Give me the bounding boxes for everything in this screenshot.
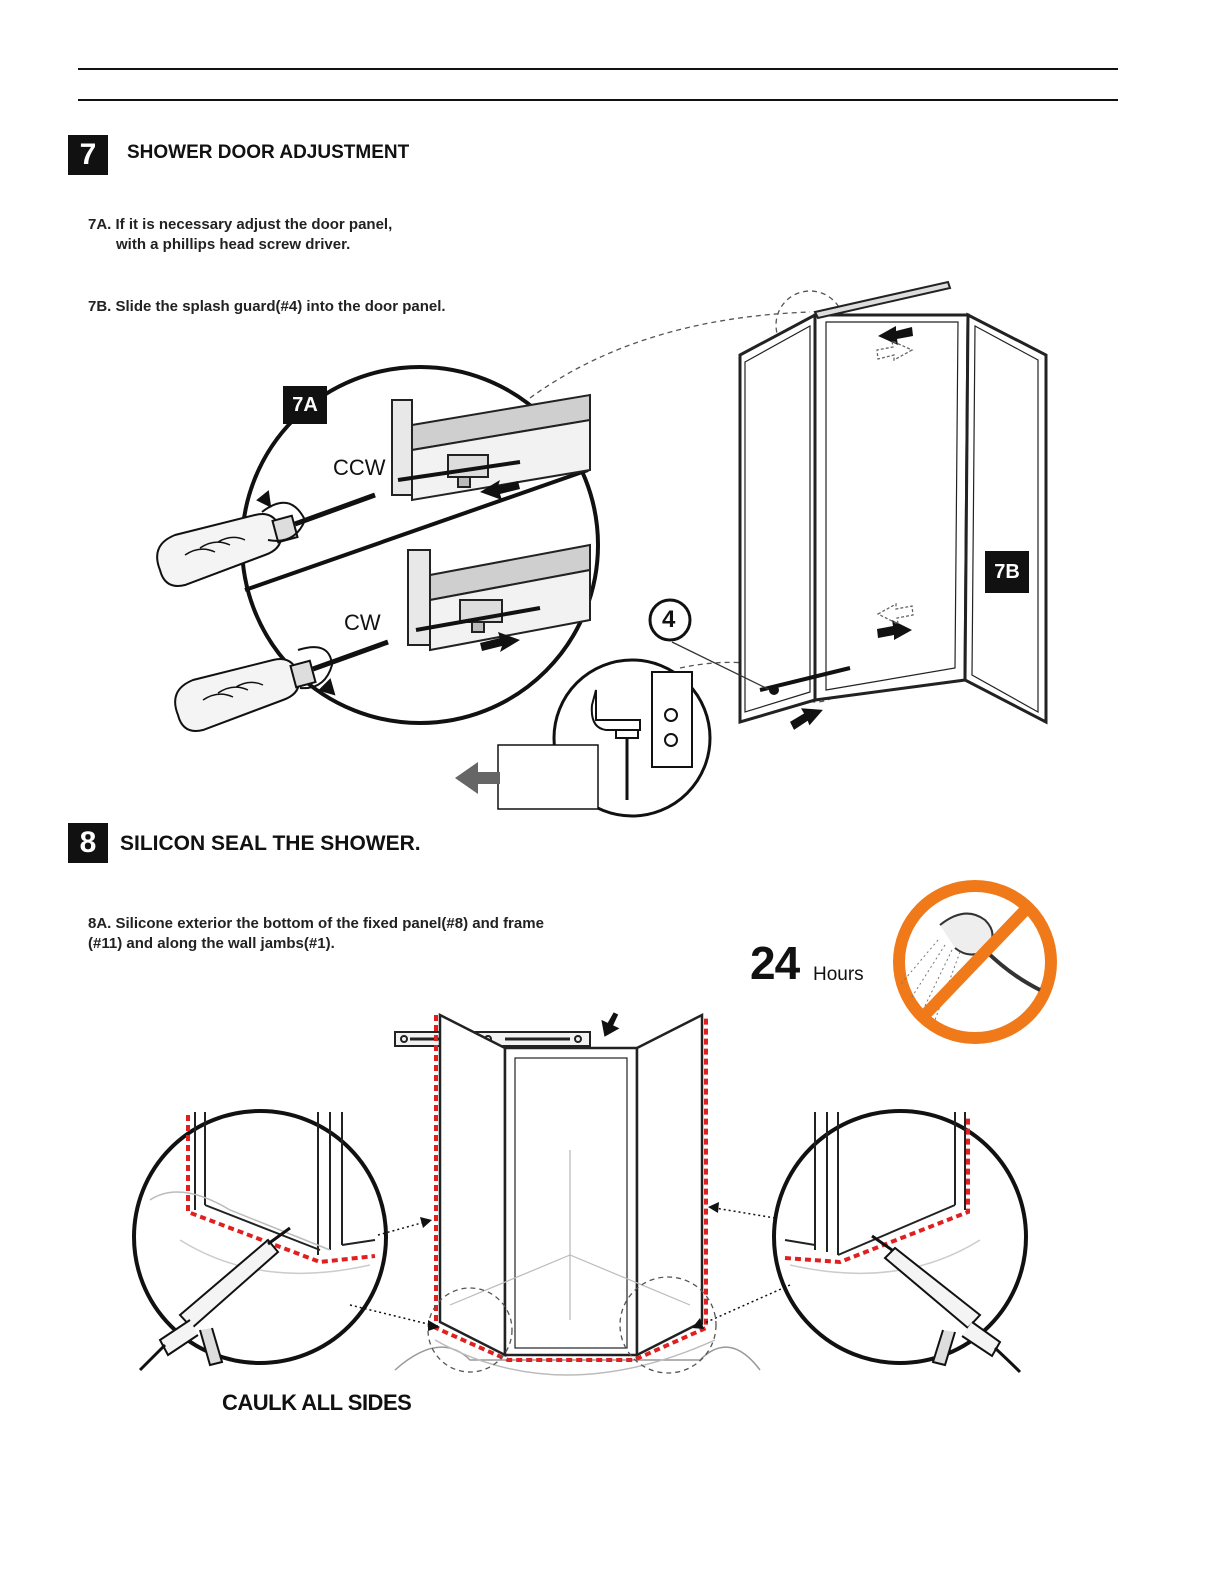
step-7-title: SHOWER DOOR ADJUSTMENT [127,142,410,163]
part-number-label: 4 [662,606,676,633]
cure-time-unit: Hours [813,964,864,985]
callout-7a: 7A [283,386,327,424]
header-rule-top [78,68,1118,70]
step-7-badge: 7 [68,135,108,175]
no-shower-icon [893,880,1057,1044]
cure-time-number: 24 [750,937,800,989]
instruction-7a-line1: 7A. If it is necessary adjust the door p… [88,216,393,233]
instruction-8a-line2: (#11) and along the wall jambs(#1). [88,935,335,952]
callout-7b: 7B [985,551,1029,593]
instruction-7b: 7B. Slide the splash guard(#4) into the … [88,298,446,315]
instruction-8a-line1: 8A. Silicone exterior the bottom of the … [88,915,544,932]
step-8-title: SILICON SEAL THE SHOWER. [120,832,421,855]
caulk-all-sides-label: CAULK ALL SIDES [222,1390,412,1415]
cw-label: CW [344,610,381,635]
instruction-7a-line2: with a phillips head screw driver. [116,236,351,253]
step-8-badge: 8 [68,823,108,863]
ccw-label: CCW [333,455,386,480]
step-7-illustration [156,280,1048,818]
header-rule-bottom [78,99,1118,101]
